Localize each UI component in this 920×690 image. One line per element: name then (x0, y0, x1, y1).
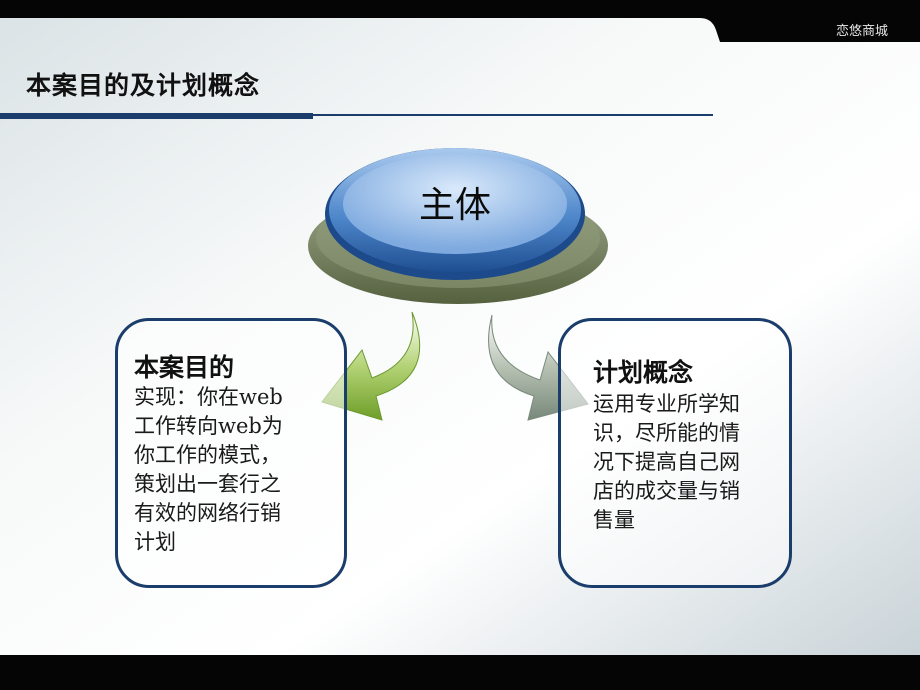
center-node-label: 主体 (418, 185, 491, 226)
brand-label: 恋悠商城 (835, 24, 888, 39)
left-box-line: 实现：你在web (134, 385, 283, 409)
page-title: 本案目的及计划概念 (26, 71, 261, 100)
right-box-line: 售量 (593, 508, 635, 532)
left-box-line: 工作转向web为 (134, 414, 283, 438)
left-box-line: 你工作的模式， (134, 443, 281, 467)
left-box-line: 计划 (134, 530, 176, 554)
right-box-line: 运用专业所学知 (593, 392, 740, 416)
left-box (115, 318, 347, 588)
right-box-title: 计划概念 (593, 358, 694, 387)
right-box-line: 况下提高自己网 (593, 450, 740, 474)
right-box-line: 识，尽所能的情 (593, 421, 740, 445)
left-box-title: 本案目的 (134, 353, 235, 382)
left-box-line: 有效的网络行销 (134, 501, 281, 525)
right-box (558, 318, 792, 588)
right-box-body: 运用专业所学知 识，尽所能的情 况下提高自己网 店的成交量与销 售量 (593, 390, 783, 535)
right-box-line: 店的成交量与销 (593, 479, 740, 503)
left-box-line: 策划出一套行之 (134, 472, 281, 496)
left-box-body: 实现：你在web 工作转向web为 你工作的模式， 策划出一套行之 有效的网络行… (134, 383, 324, 557)
